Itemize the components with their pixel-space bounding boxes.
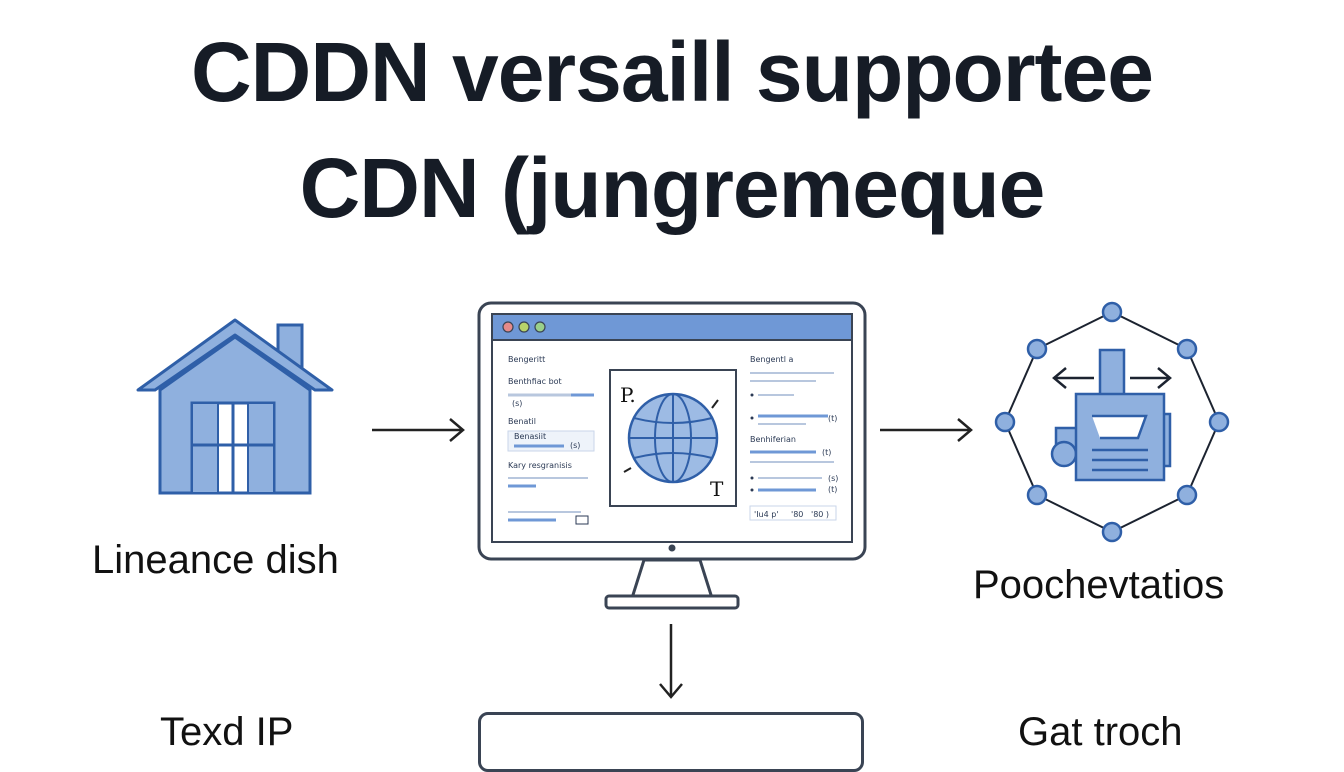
window-dot (502, 321, 514, 333)
monitor-center-panel: P. T (609, 369, 737, 507)
globe-mark-right: T (710, 477, 724, 501)
arrow-down-icon (659, 624, 683, 699)
right-panel-value: (t) (828, 485, 837, 494)
left-node-label: Lineance dish (92, 538, 339, 582)
right-panel-heading: Bengentl a (750, 355, 793, 364)
bottom-center-box (478, 712, 864, 772)
house-icon (136, 318, 334, 495)
title-line-2: CDN (jungremeque (299, 141, 1046, 235)
monitor-left-panel: Bengeritt Benthfiac bot (s) Benatil Bena… (507, 355, 595, 525)
right-panel-footer: 'Iu4 p' (754, 510, 779, 519)
left-panel-row: Benthfiac bot (508, 377, 562, 386)
left-panel-row: (s) (570, 441, 580, 450)
left-panel-row: Benasiit (514, 432, 546, 441)
right-panel-value: (t) (822, 448, 831, 457)
bottom-left-node-label: Texd IP (160, 710, 294, 754)
right-panel-value: (t) (828, 414, 837, 423)
arrow-right-icon (880, 418, 973, 442)
right-panel-footer: '80 ) (811, 510, 829, 519)
left-panel-heading: Bengeritt (508, 355, 545, 364)
right-panel-subheading: Benhiferian (750, 435, 796, 444)
right-panel-footer: '80 (791, 510, 803, 519)
window-dot (534, 321, 546, 333)
globe-mark-left: P. (620, 383, 636, 407)
window-dot (518, 321, 530, 333)
left-panel-row: Kary resgranisis (508, 461, 572, 470)
left-panel-row: (s) (512, 399, 522, 408)
right-panel-value: (s) (828, 474, 838, 483)
bottom-right-node-label: Gat troch (1018, 710, 1183, 754)
right-node-label: Poochevtatios (973, 563, 1225, 607)
globe-icon (627, 392, 719, 484)
left-panel-row: Benatil (508, 417, 536, 426)
monitor-icon: Bengeritt Benthfiac bot (s) Benatil Bena… (477, 301, 867, 610)
monitor-right-panel: Bengentl a (t) Benhiferian (t) (s) (t) '… (749, 355, 838, 521)
title-line-1: CDDN versaill supportee (191, 25, 1154, 119)
arrow-right-icon (372, 418, 465, 442)
network-hub-icon (994, 301, 1230, 543)
